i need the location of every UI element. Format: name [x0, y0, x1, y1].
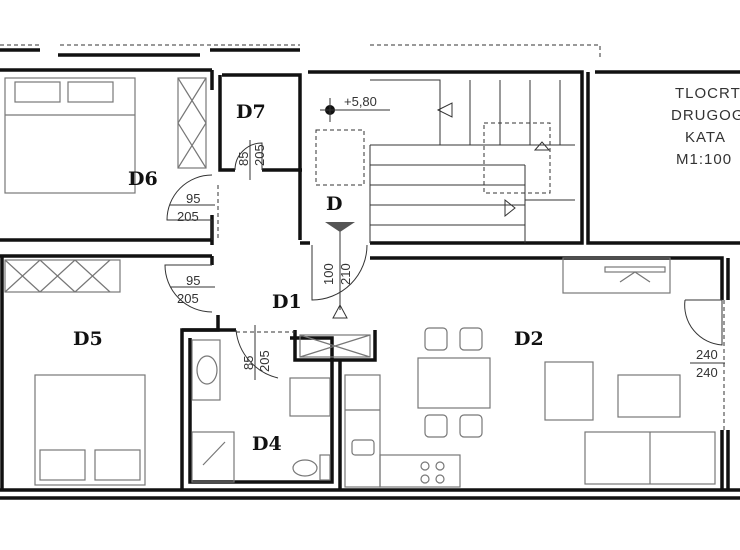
title-scale: M1:100 — [676, 151, 732, 168]
walls — [0, 68, 740, 500]
d6-door-height: 205 — [177, 209, 199, 224]
shower — [191, 431, 235, 483]
d4-door-height: 205 — [257, 350, 272, 372]
sink — [191, 339, 221, 401]
d7-door[interactable] — [234, 140, 263, 180]
d5-door-height: 205 — [177, 291, 199, 306]
room-label-d2: D2 — [514, 328, 544, 350]
toilet — [292, 459, 318, 477]
living-furniture — [544, 257, 716, 485]
room-label-d1: D1 — [272, 291, 302, 313]
elevation-label: +5,80 — [344, 94, 377, 109]
entrance-door[interactable] — [311, 225, 368, 319]
elevation-marker: +5,80 — [320, 94, 390, 122]
stair-direction-arrow — [325, 222, 355, 232]
d6-door[interactable] — [166, 174, 219, 240]
d5-door[interactable] — [164, 264, 215, 313]
room-label-d6: D6 — [128, 168, 158, 190]
d7-door-height: 205 — [252, 144, 267, 166]
balcony-door[interactable] — [684, 299, 725, 430]
title-line-3: KATA — [685, 129, 726, 146]
kitchen — [344, 374, 461, 488]
d4-door[interactable] — [235, 325, 295, 380]
room-label-d5: D5 — [73, 328, 103, 350]
d5-bed — [34, 374, 146, 486]
room-label-d7: D7 — [236, 101, 266, 123]
d6-wardrobe — [177, 77, 207, 169]
room-label-d4: D4 — [252, 433, 282, 455]
room-label-stair: D — [326, 193, 342, 215]
d5-door-width: 95 — [186, 273, 200, 288]
entrance-door-height: 210 — [338, 263, 353, 285]
title-line-2: DRUGOG — [671, 107, 740, 124]
dining-table — [417, 327, 491, 438]
coffee-table — [617, 374, 681, 418]
d2-door-height: 240 — [696, 365, 718, 380]
d6-bed — [4, 77, 136, 194]
d7-door-width: 85 — [236, 152, 251, 166]
tv-unit — [562, 257, 671, 294]
armchair — [544, 361, 594, 421]
d5-wardrobe — [4, 259, 121, 293]
d4-door-width: 85 — [241, 356, 256, 370]
washing-machine — [289, 377, 331, 417]
shaft — [299, 334, 371, 358]
d2-door-width: 240 — [696, 347, 718, 362]
bathroom-fixtures — [191, 339, 331, 483]
upper-outline — [0, 44, 601, 60]
staircase — [315, 79, 575, 243]
entrance-door-width: 100 — [321, 263, 336, 285]
d6-door-width: 95 — [186, 191, 200, 206]
title-line-1: TLOCRT — [675, 85, 740, 102]
